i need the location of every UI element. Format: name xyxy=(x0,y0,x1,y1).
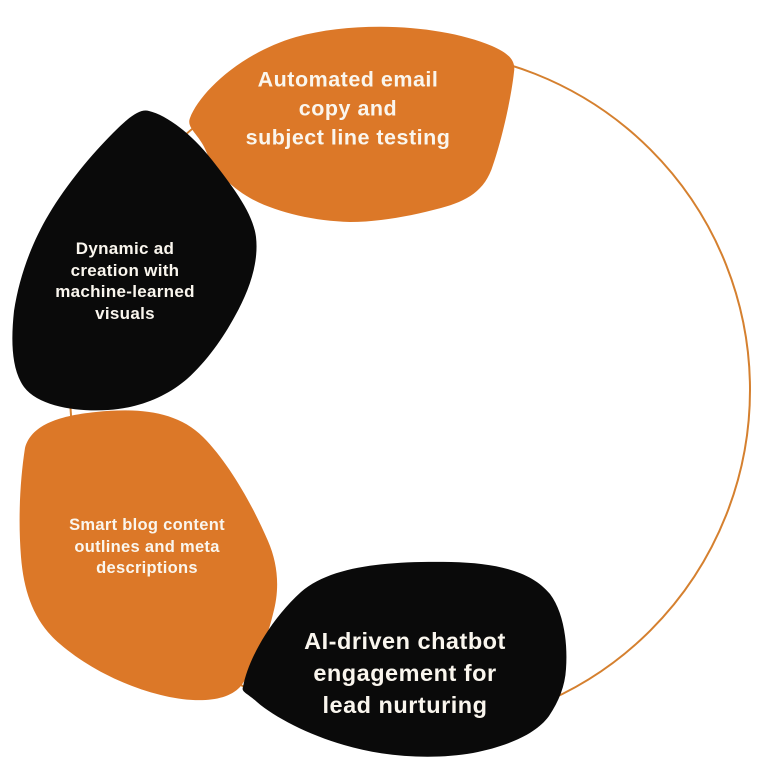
blob-ai-chatbot xyxy=(242,561,567,757)
blob-smart-blog xyxy=(19,410,278,701)
label-line: Automated email xyxy=(257,67,439,92)
label-line: machine-learned xyxy=(55,282,195,301)
blob-dynamic-ad xyxy=(12,110,257,411)
node-label-dynamic-ad: Dynamic ad creation with machine-learned… xyxy=(55,238,195,324)
node-label-smart-blog: Smart blog content outlines and meta des… xyxy=(69,515,225,580)
label-line: AI-driven chatbot xyxy=(304,628,506,654)
blob-automated-email xyxy=(189,26,515,222)
label-line: outlines and meta xyxy=(74,537,220,556)
label-line: lead nurturing xyxy=(322,692,488,718)
node-label-automated-email: Automated email copy and subject line te… xyxy=(246,66,451,153)
label-line: engagement for xyxy=(313,660,497,686)
label-line: visuals xyxy=(95,303,155,323)
node-label-ai-chatbot: AI-driven chatbot engagement for lead nu… xyxy=(304,625,506,721)
label-line: creation with xyxy=(70,260,180,280)
label-line: descriptions xyxy=(96,558,198,577)
label-line: Smart blog content xyxy=(69,515,225,534)
label-line: Dynamic ad xyxy=(75,239,175,258)
label-line: copy and xyxy=(298,96,398,121)
label-line: subject line testing xyxy=(245,125,451,150)
